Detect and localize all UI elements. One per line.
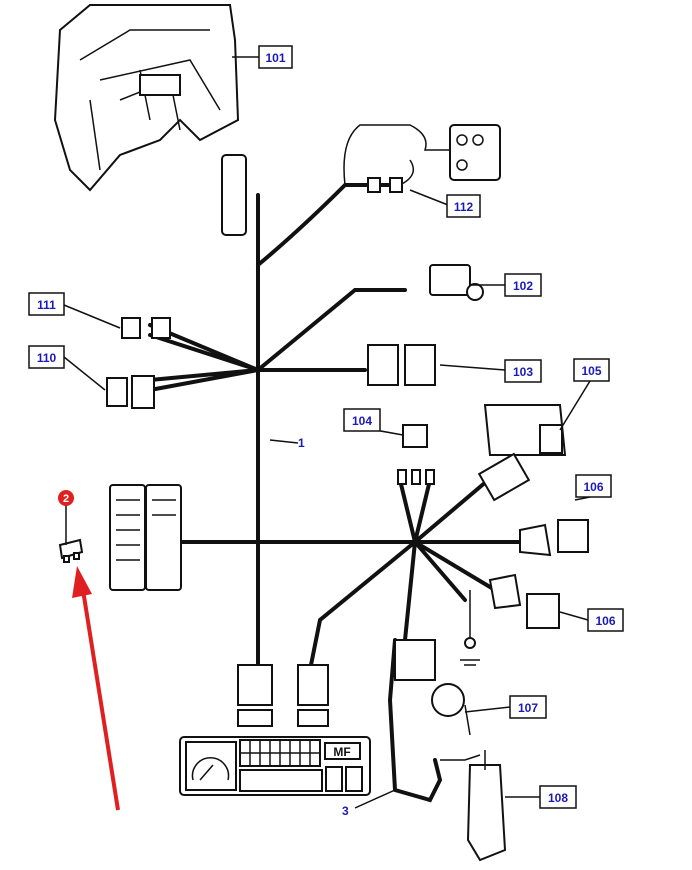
connector-103 bbox=[367, 344, 399, 386]
connector-106a bbox=[519, 523, 552, 557]
svg-text:107: 107 bbox=[518, 701, 538, 715]
svg-text:111: 111 bbox=[37, 298, 56, 312]
callout-101[interactable]: 101 bbox=[258, 45, 293, 69]
starter-switch-108 bbox=[466, 764, 507, 862]
blade-fuse bbox=[58, 505, 84, 563]
red-arrow-pointer bbox=[72, 566, 120, 811]
svg-text:104: 104 bbox=[352, 414, 372, 428]
svg-text:110: 110 bbox=[37, 351, 57, 365]
svg-text:103: 103 bbox=[513, 365, 533, 379]
highlight-badge[interactable]: 2 bbox=[58, 490, 74, 506]
svg-text:2: 2 bbox=[63, 493, 69, 505]
svg-text:101: 101 bbox=[265, 51, 285, 65]
svg-text:108: 108 bbox=[548, 791, 568, 805]
callout-108[interactable]: 108 bbox=[539, 785, 577, 809]
main-harness bbox=[148, 124, 522, 803]
callout-112[interactable]: 112 bbox=[446, 194, 481, 218]
callout-105[interactable]: 105 bbox=[573, 358, 610, 382]
connector-dash-1 bbox=[237, 664, 273, 706]
callout-1[interactable]: 1 bbox=[298, 436, 305, 450]
relay-106b bbox=[526, 593, 560, 629]
svg-text:102: 102 bbox=[513, 279, 533, 293]
leader-lines bbox=[63, 56, 591, 809]
relay-106a bbox=[557, 519, 589, 553]
callout-103[interactable]: 103 bbox=[504, 359, 542, 383]
connector-107-leads bbox=[394, 639, 436, 681]
svg-text:106: 106 bbox=[595, 614, 615, 628]
mf-logo: MF bbox=[333, 745, 350, 759]
connector-110 bbox=[106, 377, 128, 407]
cab-frame bbox=[53, 4, 240, 192]
callout-104[interactable]: 104 bbox=[343, 408, 381, 432]
callout-102[interactable]: 102 bbox=[504, 273, 542, 297]
relay-104 bbox=[402, 424, 428, 448]
connector-111 bbox=[121, 317, 141, 339]
callout-3[interactable]: 3 bbox=[342, 804, 349, 818]
fuse-box bbox=[109, 484, 182, 591]
callout-111[interactable]: 111 bbox=[28, 292, 65, 316]
callout-110[interactable]: 110 bbox=[28, 345, 65, 369]
svg-text:105: 105 bbox=[581, 364, 601, 378]
switch-102 bbox=[429, 264, 471, 296]
connector-106b bbox=[488, 573, 522, 610]
svg-text:112: 112 bbox=[454, 200, 474, 214]
callout-106a[interactable]: 106 bbox=[575, 474, 612, 498]
connector-dash-2 bbox=[297, 664, 329, 706]
connector-112 bbox=[367, 177, 381, 193]
instrument-panel: MF bbox=[179, 736, 371, 796]
ignition-switch-107 bbox=[431, 683, 465, 717]
connector-block-right bbox=[477, 452, 531, 502]
svg-text:106: 106 bbox=[583, 480, 603, 494]
switch-block bbox=[449, 124, 501, 181]
callout-106b[interactable]: 106 bbox=[587, 608, 624, 632]
connector-block bbox=[221, 154, 247, 236]
callout-107[interactable]: 107 bbox=[509, 695, 547, 719]
